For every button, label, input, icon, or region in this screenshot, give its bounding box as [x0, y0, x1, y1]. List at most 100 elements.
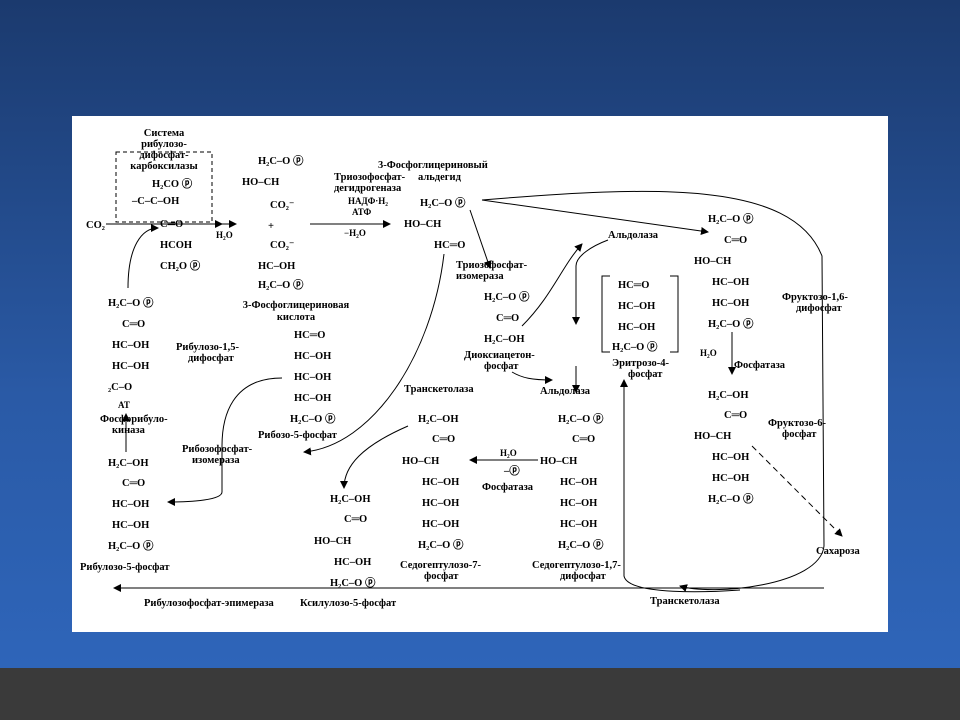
transketolase-1-label: Транскетолаза	[404, 384, 474, 395]
pga-label-2: кислота	[277, 312, 316, 323]
g3p-label: 3-Фосфоглицериновый	[378, 160, 488, 171]
epimerase-label: Рибулозофосфат-эпимераза	[144, 598, 275, 609]
f6p-formula: C═O	[724, 410, 747, 421]
s7p-formula: HC–OH	[422, 477, 459, 488]
sbp-formula: C═O	[572, 434, 595, 445]
ru5p-formula: H₂C–O ⓟ	[108, 539, 154, 552]
s7p-formula: HO–CH	[402, 456, 439, 467]
prk-label: киназа	[112, 425, 146, 436]
rubp-label: дифосфат	[188, 353, 235, 364]
h2o-label: H₂O	[216, 230, 233, 240]
dhap-formula: H₂C–OH	[484, 334, 524, 345]
s7p-formula: H₂C–OH	[418, 414, 458, 425]
dhap-formula: H₂C–O ⓟ	[484, 290, 530, 303]
fbpase-label: Фосфатаза	[734, 360, 786, 371]
fbp-formula: H₂C–O ⓟ	[708, 317, 754, 330]
sbp-formula: H₂C–O ⓟ	[558, 412, 604, 425]
sbp-formula: HC–OH	[560, 519, 597, 530]
arrow	[481, 199, 709, 235]
x5p-formula: HC–OH	[334, 557, 371, 568]
ru5p-label: Рибулозо-5-фосфат	[80, 562, 170, 573]
g3p-formula: HC═O	[434, 240, 465, 251]
sbp-formula: H₂C–O ⓟ	[558, 538, 604, 551]
rubisco-label-3: дифосфат-	[139, 150, 189, 161]
x5p-formula: H₂C–O ⓟ	[330, 576, 376, 589]
sbpase-h2o: H₂O	[500, 448, 517, 458]
dhap-label: фосфат	[484, 361, 519, 372]
dhap-label: Диоксиацетон-	[464, 350, 535, 361]
ru5p-formula: HC–OH	[112, 520, 149, 531]
bracket	[670, 275, 679, 353]
gapdh-label: дегидрогеназа	[334, 183, 402, 194]
e4p-formula: HC═O	[618, 280, 649, 291]
arrow	[511, 371, 553, 384]
x5p-formula: H₂C–OH	[330, 494, 370, 505]
ru5p-formula: H₂C–OH	[108, 458, 148, 469]
sbp-label: Седогептулозо-1,7-	[532, 560, 621, 571]
arrow	[469, 209, 492, 269]
phosphate-icon: –ⓟ	[503, 464, 520, 477]
r5p-formula: H₂C–O ⓟ	[290, 412, 336, 425]
sbp-formula: HC–OH	[560, 498, 597, 509]
rubp-formula: HC–OH	[112, 340, 149, 351]
sbp-label: дифосфат	[560, 571, 607, 582]
gapdh-label: АТФ	[352, 207, 372, 217]
rubisco-label-4: карбоксилазы	[130, 161, 197, 172]
ru5p-formula: C═O	[122, 478, 145, 489]
fbp-formula: HC–OH	[712, 298, 749, 309]
aldolase-1-label: Альдолаза	[608, 230, 659, 241]
s7p-formula: H₂C–O ⓟ	[418, 538, 464, 551]
plus-sign: +	[268, 221, 274, 232]
rubisco-label-2: рибулозо-	[141, 139, 187, 150]
e4p-formula: HC–OH	[618, 301, 655, 312]
pga-formula: HO–CH	[242, 177, 279, 188]
f6p-formula: H₂C–O ⓟ	[708, 492, 754, 505]
pga-formula: CO₂⁻	[270, 240, 294, 251]
s7p-label: фосфат	[424, 571, 459, 582]
dhap-formula: C═O	[496, 313, 519, 324]
s7p-formula: HC–OH	[422, 519, 459, 530]
arrow	[481, 190, 825, 592]
fbp-label: дифосфат	[796, 303, 843, 314]
r5p-label: Рибозо-5-фосфат	[258, 430, 338, 441]
rubp-label: Рибулозо-1,5-	[176, 342, 239, 353]
atp-label: AT	[118, 400, 130, 410]
g3p-formula: HO–CH	[404, 219, 441, 230]
co2-label: CO₂	[86, 220, 105, 231]
arrow	[303, 253, 445, 456]
fbp-formula: HO–CH	[694, 256, 731, 267]
rubp-formula: H₂C–O ⓟ	[108, 296, 154, 309]
pga-label-1: 3-Фосфоглицериновая	[243, 300, 350, 311]
x5p-formula: HO–CH	[314, 536, 351, 547]
tpi-label: изомераза	[456, 271, 504, 282]
intermediate-formula: H₂CO ⓟ	[152, 177, 193, 190]
sbpase-label: Фосфатаза	[482, 482, 534, 493]
diagram-canvas: Система рибулозо- дифосфат- карбоксилазы…	[80, 128, 861, 609]
rubisco-label-1: Система	[144, 128, 185, 139]
arrow	[575, 239, 609, 267]
fbp-formula: H₂C–O ⓟ	[708, 212, 754, 225]
bottom-band	[0, 668, 960, 720]
fbp-formula: HC–OH	[712, 277, 749, 288]
arrow	[340, 425, 409, 489]
s7p-formula: HC–OH	[422, 498, 459, 509]
calvin-cycle-diagram: Система рибулозо- дифосфат- карбоксилазы…	[72, 116, 888, 632]
fbp-label: Фруктозо-1,6-	[782, 292, 848, 303]
transketolase-2-label: Транскетолаза	[650, 596, 720, 607]
x5p-label: Ксилулозо-5-фосфат	[300, 598, 397, 609]
sbp-formula: HO–CH	[540, 456, 577, 467]
rpi-label: изомераза	[192, 455, 240, 466]
gapdh-label: Триозофосфат-	[334, 172, 406, 183]
rubp-formula: HC–OH	[112, 361, 149, 372]
s7p-label: Седогептулозо-7-	[400, 560, 481, 571]
f6p-formula: H₂C–OH	[708, 390, 748, 401]
g3p-formula: H₂C–O ⓟ	[420, 196, 466, 209]
rubp-formula: C═O	[122, 319, 145, 330]
r5p-formula: HC–OH	[294, 351, 331, 362]
aldolase-2-label: Альдолаза	[540, 386, 591, 397]
rubp-formula: ₂C–O	[108, 382, 132, 393]
f6p-label: Фруктозо-6-	[768, 418, 826, 429]
prk-label: Фосфорибуло-	[100, 414, 168, 425]
x5p-formula: C═O	[344, 514, 367, 525]
f6p-formula: HC–OH	[712, 452, 749, 463]
